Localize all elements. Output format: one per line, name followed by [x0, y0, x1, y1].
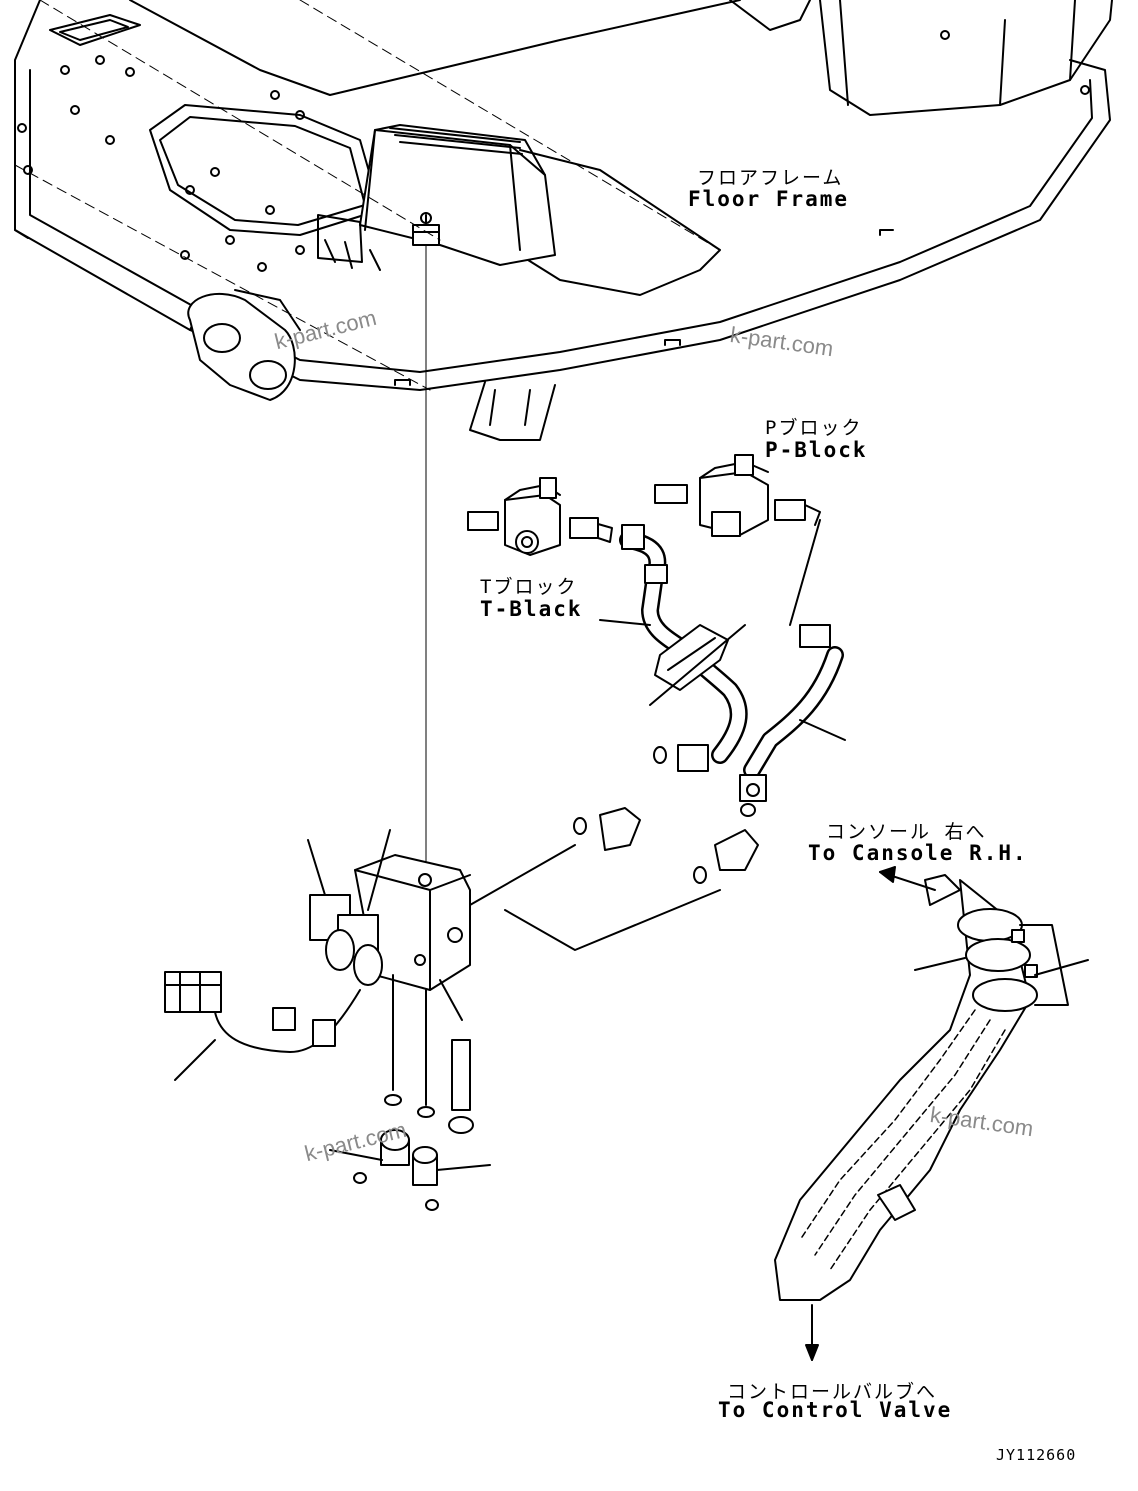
hose-bundle-drawing	[774, 866, 1089, 1361]
t-block-drawing	[467, 477, 613, 556]
console-label-en: To Cansole R.H.	[808, 841, 1028, 865]
t-block-label-jp: Tブロック	[480, 576, 578, 598]
console-label-jp: コンソール 右へ	[826, 821, 987, 843]
drawing-code: JY112660	[996, 1446, 1077, 1464]
p-block-label-jp: Pブロック	[765, 417, 863, 439]
solenoid-valve-block-drawing	[164, 829, 721, 1211]
floor-frame-drawing	[14, 0, 1113, 901]
floor-frame-label-jp: フロアフレーム	[697, 167, 844, 189]
t-block-label-en: T-Black	[480, 597, 583, 621]
floor-frame-label-en: Floor Frame	[688, 187, 850, 211]
p-block-drawing	[654, 454, 821, 537]
p-block-label-en: P-Block	[765, 438, 868, 462]
control-valve-label-jp: コントロールバルブへ	[727, 1381, 938, 1403]
control-valve-label-en: To Control Valve	[718, 1398, 953, 1422]
hose-drawing	[573, 519, 846, 884]
